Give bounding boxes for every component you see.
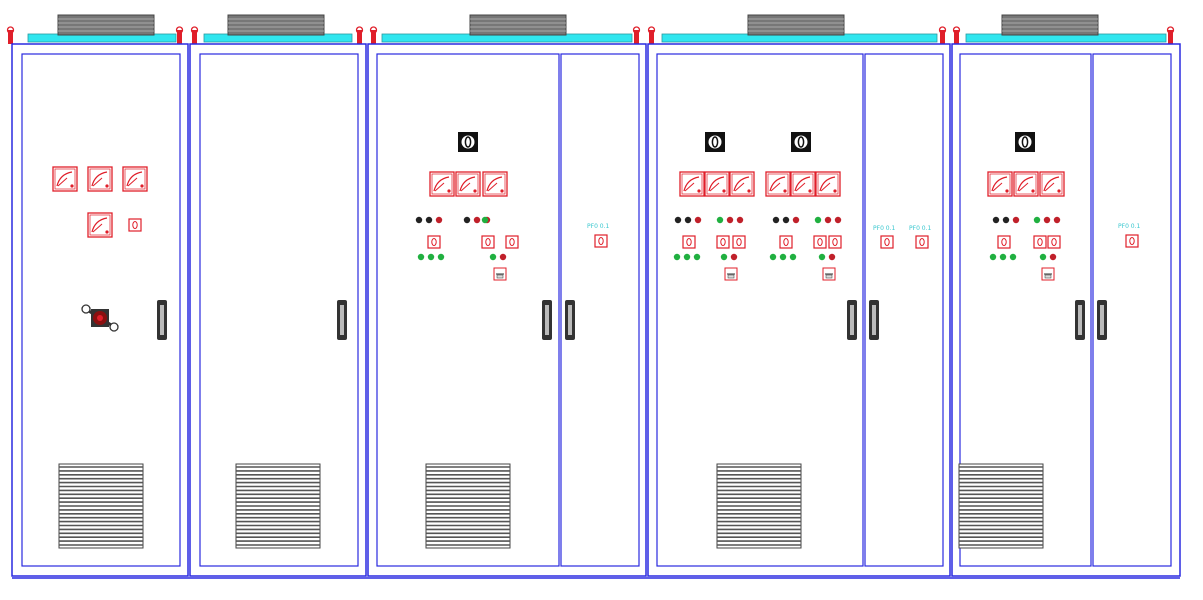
- indicator-lamp: [818, 253, 826, 261]
- indicator-lamp: [415, 216, 423, 224]
- indicator-lamp: [720, 253, 728, 261]
- indicator-lamp: [999, 253, 1007, 261]
- side-label-p5: PF0 0.1: [1118, 223, 1141, 230]
- indicator-lamp: [417, 253, 425, 261]
- roof-elements: [6, 14, 1175, 45]
- indicator-lamp: [1049, 253, 1057, 261]
- rotary-switch: [81, 304, 119, 332]
- indicator-lamp: [1043, 216, 1051, 224]
- indicator-lamp: [481, 216, 489, 224]
- indicator-lamp: [499, 253, 507, 261]
- indicator-lamp: [473, 216, 481, 224]
- side-label-p4a: PF0 0.1: [873, 225, 896, 232]
- vent-louver: [716, 463, 802, 549]
- vent-louver: [958, 463, 1044, 549]
- indicator-lamp: [814, 216, 822, 224]
- indicator-lamp: [1053, 216, 1061, 224]
- indicator-lamp: [693, 253, 701, 261]
- indicator-lamp: [1009, 253, 1017, 261]
- panel-5-instruments: PF0 0.1: [987, 131, 1141, 281]
- indicator-lamp: [1033, 216, 1041, 224]
- indicator-lamp: [683, 253, 691, 261]
- indicator-lamp: [437, 253, 445, 261]
- indicator-lamp: [834, 216, 842, 224]
- indicator-lamp: [684, 216, 692, 224]
- indicator-lamp: [992, 216, 1000, 224]
- panel-4-instruments: PF0 0.1 PF0 0.1: [673, 131, 932, 281]
- indicator-lamp: [792, 216, 800, 224]
- indicator-lamp: [824, 216, 832, 224]
- indicator-lamp: [1012, 216, 1020, 224]
- indicator-lamp: [435, 216, 443, 224]
- indicator-lamp: [1039, 253, 1047, 261]
- indicator-lamp: [1002, 216, 1010, 224]
- indicator-lamp: [425, 216, 433, 224]
- indicator-lamp: [489, 253, 497, 261]
- vent-louver: [425, 463, 511, 549]
- indicator-lamp: [779, 253, 787, 261]
- vent-louver: [58, 463, 144, 549]
- indicator-lamp: [716, 216, 724, 224]
- panel-3-instruments: PF0 0.1: [415, 131, 610, 281]
- panel-1-instruments: [52, 166, 148, 332]
- indicator-lamp: [463, 216, 471, 224]
- indicator-lamp: [674, 216, 682, 224]
- indicator-lamp: [673, 253, 681, 261]
- vent-louvers: [58, 463, 1044, 549]
- indicator-lamp: [789, 253, 797, 261]
- panel-frames: [11, 43, 1181, 577]
- side-label-p4b: PF0 0.1: [909, 225, 932, 232]
- side-label-p3: PF0 0.1: [587, 223, 610, 230]
- indicator-lamp: [782, 216, 790, 224]
- indicator-lamp: [772, 216, 780, 224]
- door-handles: [157, 300, 1107, 340]
- indicator-lamp: [730, 253, 738, 261]
- vent-louver: [235, 463, 321, 549]
- doors: [21, 53, 1172, 567]
- indicator-lamp: [769, 253, 777, 261]
- indicator-lamp: [989, 253, 997, 261]
- indicator-lamp: [427, 253, 435, 261]
- indicator-lamp: [828, 253, 836, 261]
- indicator-lamp: [736, 216, 744, 224]
- indicator-lamp: [694, 216, 702, 224]
- indicator-lamp: [726, 216, 734, 224]
